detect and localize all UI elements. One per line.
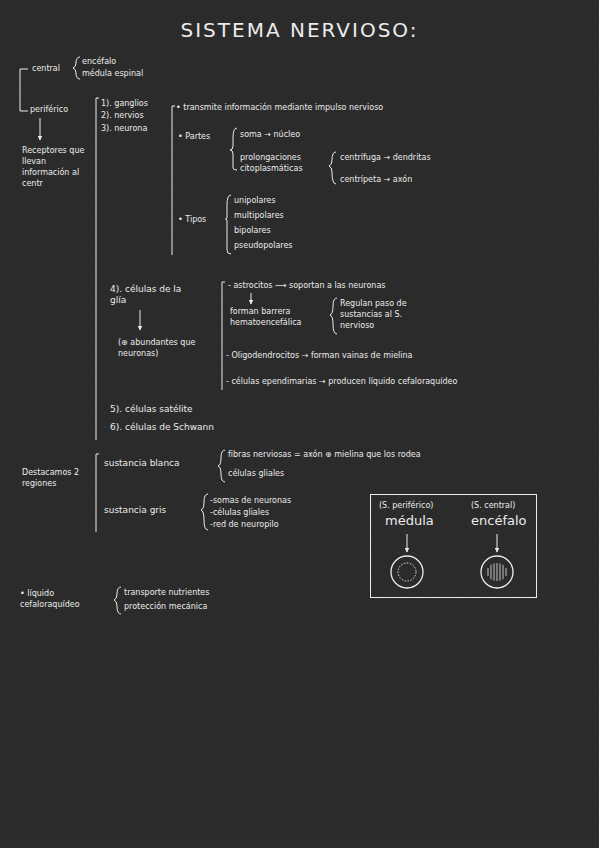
decoration (96, 454, 99, 532)
page-title: SISTEMA NERVIOSO: (0, 18, 599, 42)
note-text: bipolares (234, 225, 271, 236)
note-text: periférico (30, 104, 68, 115)
note-text: Receptores que llevan información al cen… (22, 145, 86, 189)
box-text: (S. central) (471, 501, 515, 510)
decoration (172, 106, 175, 255)
note-text: soma → núcleo (240, 129, 300, 140)
decoration (222, 282, 225, 390)
decoration (201, 494, 208, 530)
decoration (407, 534, 408, 552)
note-text: (⊕ abundantes que neuronas) (118, 337, 208, 359)
note-text: células gliales (228, 468, 284, 479)
note-text: transporte nutrientes (124, 587, 209, 598)
decoration (20, 69, 28, 111)
note-text: pseudopolares (234, 240, 293, 251)
note-text: multipolares (234, 210, 284, 221)
note-text: forman barrera hematoencefálica (230, 306, 326, 328)
decoration (251, 293, 252, 304)
hatch-stroke (500, 563, 501, 580)
note-text: médula espinal (82, 68, 143, 79)
decoration (96, 98, 99, 440)
note-text: centrípeta → axón (340, 174, 412, 185)
hatch-stroke (506, 568, 507, 576)
decoration (114, 587, 121, 614)
decoration (40, 118, 41, 140)
note-text: - astrocitos ⟿ soportan a las neuronas (228, 280, 386, 291)
decoration (230, 128, 237, 170)
brackets (20, 57, 497, 614)
note-text: - células ependimarias → producen líquid… (226, 376, 457, 387)
note-text: centrífuga → dendritas (340, 152, 431, 163)
hatch-stroke (494, 563, 495, 580)
note-text: 2). nervios (101, 110, 144, 121)
note-text: protección mecánica (124, 601, 207, 612)
comparison-box: (S. periférico) médula (S. central) encéfal… (370, 494, 537, 598)
decoration (73, 57, 80, 79)
hatch-stroke (491, 565, 492, 579)
decoration (398, 563, 416, 581)
note-text: • líquido cefaloraquídeo (20, 588, 112, 610)
note-text: • Partes (178, 131, 210, 142)
note-text: sustancia gris (104, 505, 166, 516)
hatch-stroke (497, 563, 498, 581)
hatch-stroke (503, 565, 504, 579)
box-text: (S. periférico) (379, 501, 433, 510)
note-text: Regulan paso de sustancias al S. nervios… (340, 298, 430, 331)
note-text: fibras nerviosas = axón ⊕ mielina que lo… (228, 449, 421, 460)
decoration (485, 563, 509, 581)
note-text: encéfalo (82, 56, 116, 67)
note-text: • transmite información mediante impulso… (176, 102, 383, 113)
decoration (226, 195, 232, 254)
note-text: 1). ganglios (101, 98, 148, 109)
note-text: - Oligodendrocitos → forman vainas de mi… (226, 350, 413, 361)
note-text: -células gliales (210, 507, 269, 518)
note-text: unipolares (234, 195, 276, 206)
decoration (330, 298, 337, 334)
note-text: Destacamos 2 regiones (22, 467, 86, 489)
note-text: sustancia blanca (104, 458, 180, 469)
decoration (218, 450, 225, 482)
hatch-stroke (488, 568, 489, 576)
note-text: 5). células satélite (110, 404, 193, 415)
note-text: 4). células de la glía (110, 284, 182, 306)
note-text: • Tipos (178, 214, 206, 225)
decoration (497, 534, 498, 552)
note-text: 3). neurona (101, 123, 147, 134)
decoration (329, 152, 336, 184)
note-text: -somas de neuronas (210, 495, 291, 506)
note-text: -red de neuropilo (210, 519, 279, 530)
box-text: encéfalo (471, 513, 527, 528)
note-text: central (32, 63, 60, 74)
section-illustration (391, 556, 513, 588)
decoration (481, 556, 513, 588)
note-text: 6). células de Schwann (110, 422, 214, 433)
decoration (140, 310, 141, 330)
note-text: prolongaciones citoplasmáticas (240, 152, 326, 174)
box-text: médula (385, 513, 434, 528)
decoration (391, 556, 423, 588)
